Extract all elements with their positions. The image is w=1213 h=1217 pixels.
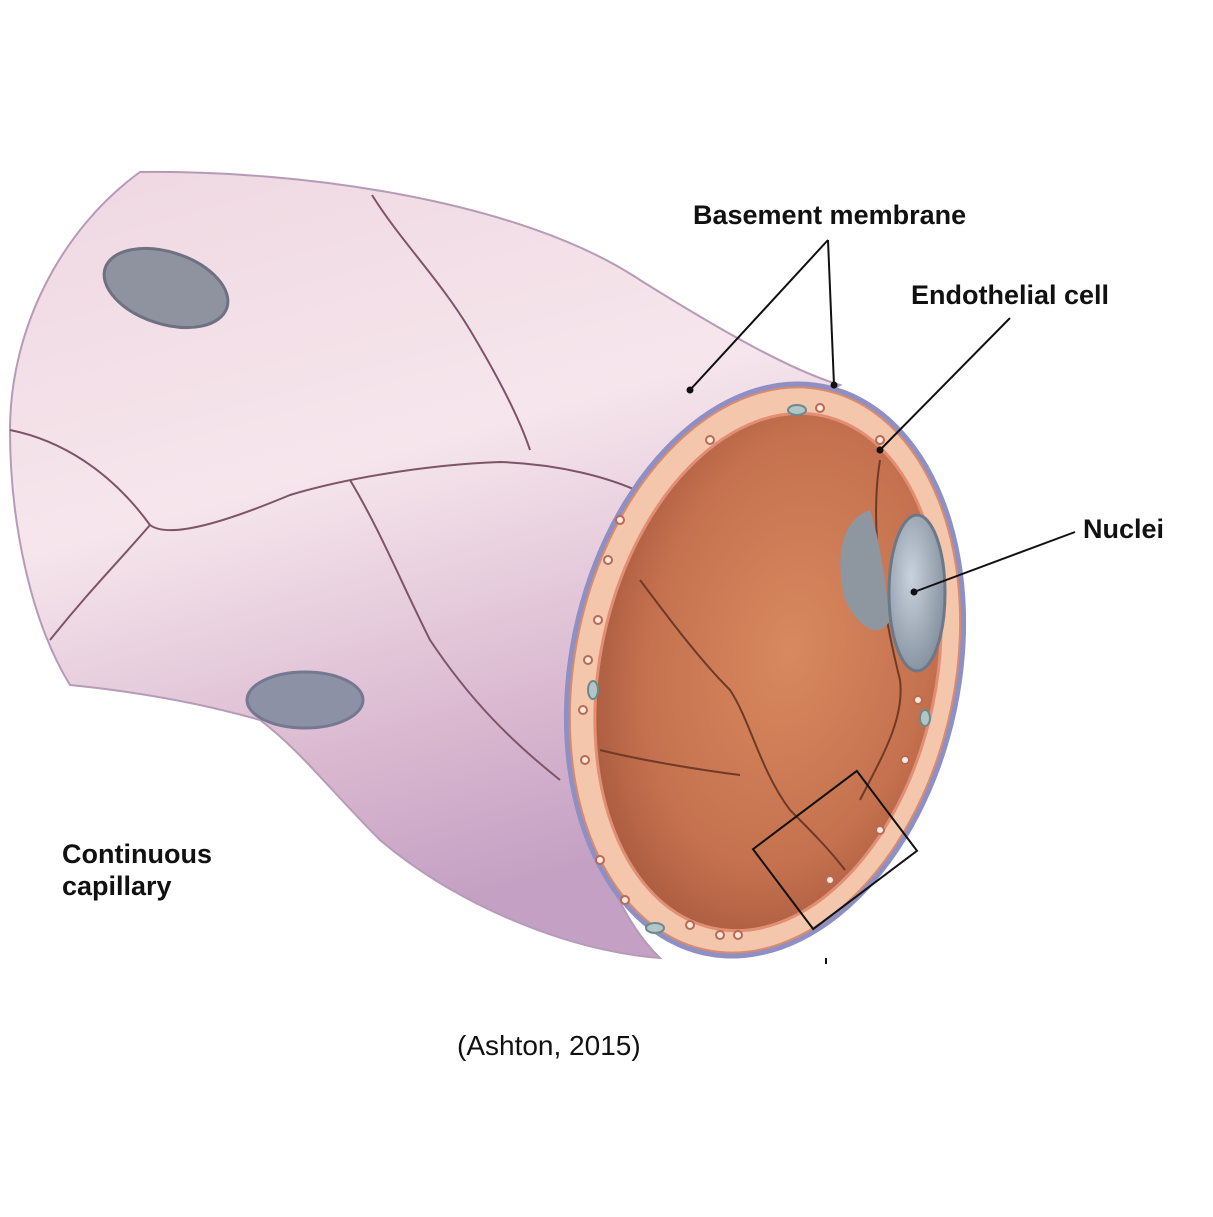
cell-junction-lines [9, 194, 641, 781]
enlargement-box [751, 769, 919, 931]
capillary-outer-wall [8, 170, 843, 960]
label-nuclei: Nuclei [1083, 514, 1165, 544]
leader-lines [689, 239, 1076, 593]
label-capillary: capillary [62, 871, 172, 901]
label-basement-membrane: Basement membrane [693, 200, 967, 230]
cross-section-organelles [587, 404, 931, 934]
outer-nucleus-top [102, 246, 230, 330]
inner-nucleus-shadow [840, 510, 890, 631]
vesicles [578, 403, 923, 940]
figure-caption: (Ashton, 2015) [457, 1030, 641, 1061]
leader-dots [686, 381, 918, 596]
label-endothelial-cell: Endothelial cell [911, 280, 1110, 310]
lumen-junction-lines [599, 459, 902, 871]
label-continuous: Continuous [62, 839, 212, 869]
outer-nucleus-bottom [245, 670, 365, 730]
